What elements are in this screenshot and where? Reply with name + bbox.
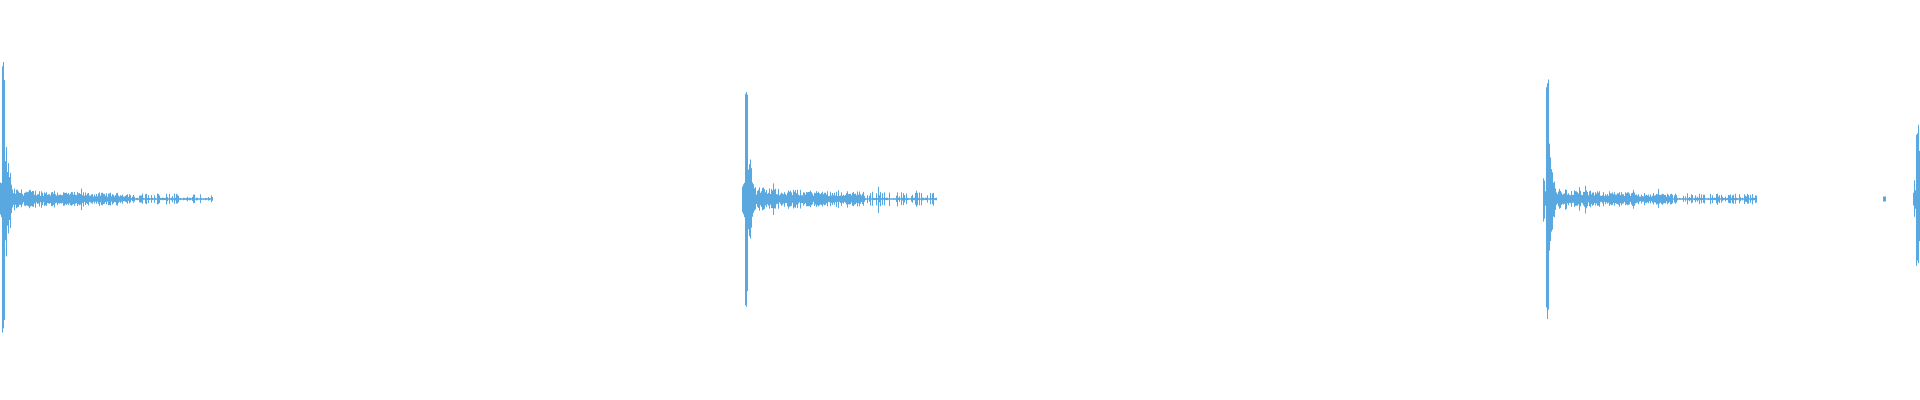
waveform-trace [0,62,1920,333]
waveform-samples [0,62,1920,333]
